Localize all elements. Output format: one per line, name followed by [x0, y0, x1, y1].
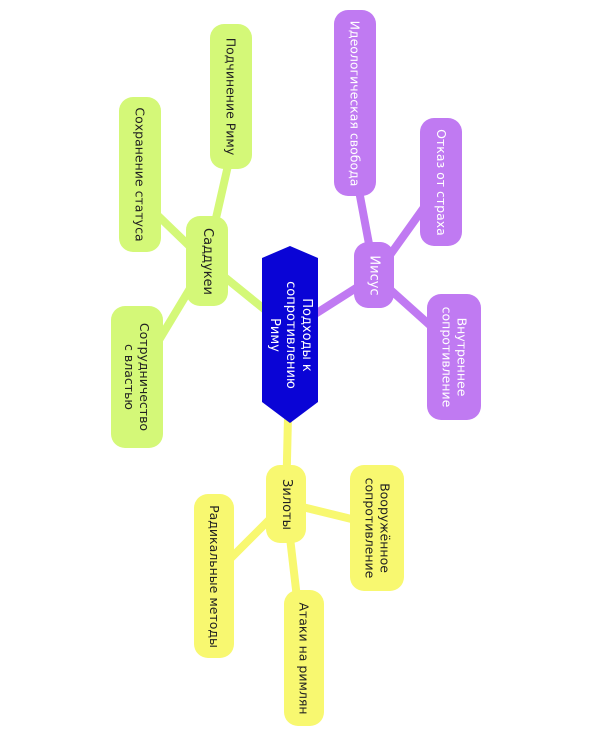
- node-submission-to-rome-label: Подчинение Риму: [223, 37, 239, 156]
- node-ideological-freedom-label: Идеологическая свобода: [347, 20, 363, 186]
- node-zealots-label: Зилоты: [278, 478, 294, 530]
- node-status-preservation-label: Сохранение статуса: [132, 107, 148, 242]
- node-zealots[interactable]: Зилоты: [266, 465, 306, 543]
- node-radical-methods[interactable]: Радикальные методы: [194, 494, 234, 658]
- node-cooperation-with-power[interactable]: Сотрудничество с властью: [111, 306, 163, 448]
- node-status-preservation[interactable]: Сохранение статуса: [119, 97, 161, 252]
- central-node-label: Подходы к сопротивлению Риму: [267, 280, 314, 389]
- node-attacks-on-romans[interactable]: Атаки на римлян: [284, 590, 324, 726]
- central-node-shape: [262, 246, 318, 423]
- node-jesus-label: Иисус: [366, 254, 382, 296]
- node-armed-resistance-label: Вооружённое сопротивление: [362, 477, 392, 579]
- central-node[interactable]: Подходы к сопротивлению Риму: [262, 246, 318, 423]
- node-sadducees-label: Саддукеи: [199, 227, 215, 295]
- node-inner-resistance-label: Внутреннее сопротивление: [439, 306, 470, 408]
- node-radical-methods-label: Радикальные методы: [206, 504, 222, 648]
- node-jesus[interactable]: Иисус: [354, 242, 394, 308]
- node-rejection-of-fear-label: Отказ от страха: [433, 128, 449, 236]
- node-armed-resistance[interactable]: Вооружённое сопротивление: [350, 465, 404, 591]
- node-inner-resistance[interactable]: Внутреннее сопротивление: [427, 294, 481, 420]
- node-attacks-on-romans-label: Атаки на римлян: [296, 601, 312, 715]
- node-submission-to-rome[interactable]: Подчинение Риму: [210, 24, 252, 169]
- node-rejection-of-fear[interactable]: Отказ от страха: [420, 118, 462, 246]
- node-sadducees[interactable]: Саддукеи: [186, 216, 228, 306]
- node-cooperation-with-power-label: Сотрудничество с властью: [122, 322, 152, 432]
- node-ideological-freedom[interactable]: Идеологическая свобода: [334, 10, 376, 196]
